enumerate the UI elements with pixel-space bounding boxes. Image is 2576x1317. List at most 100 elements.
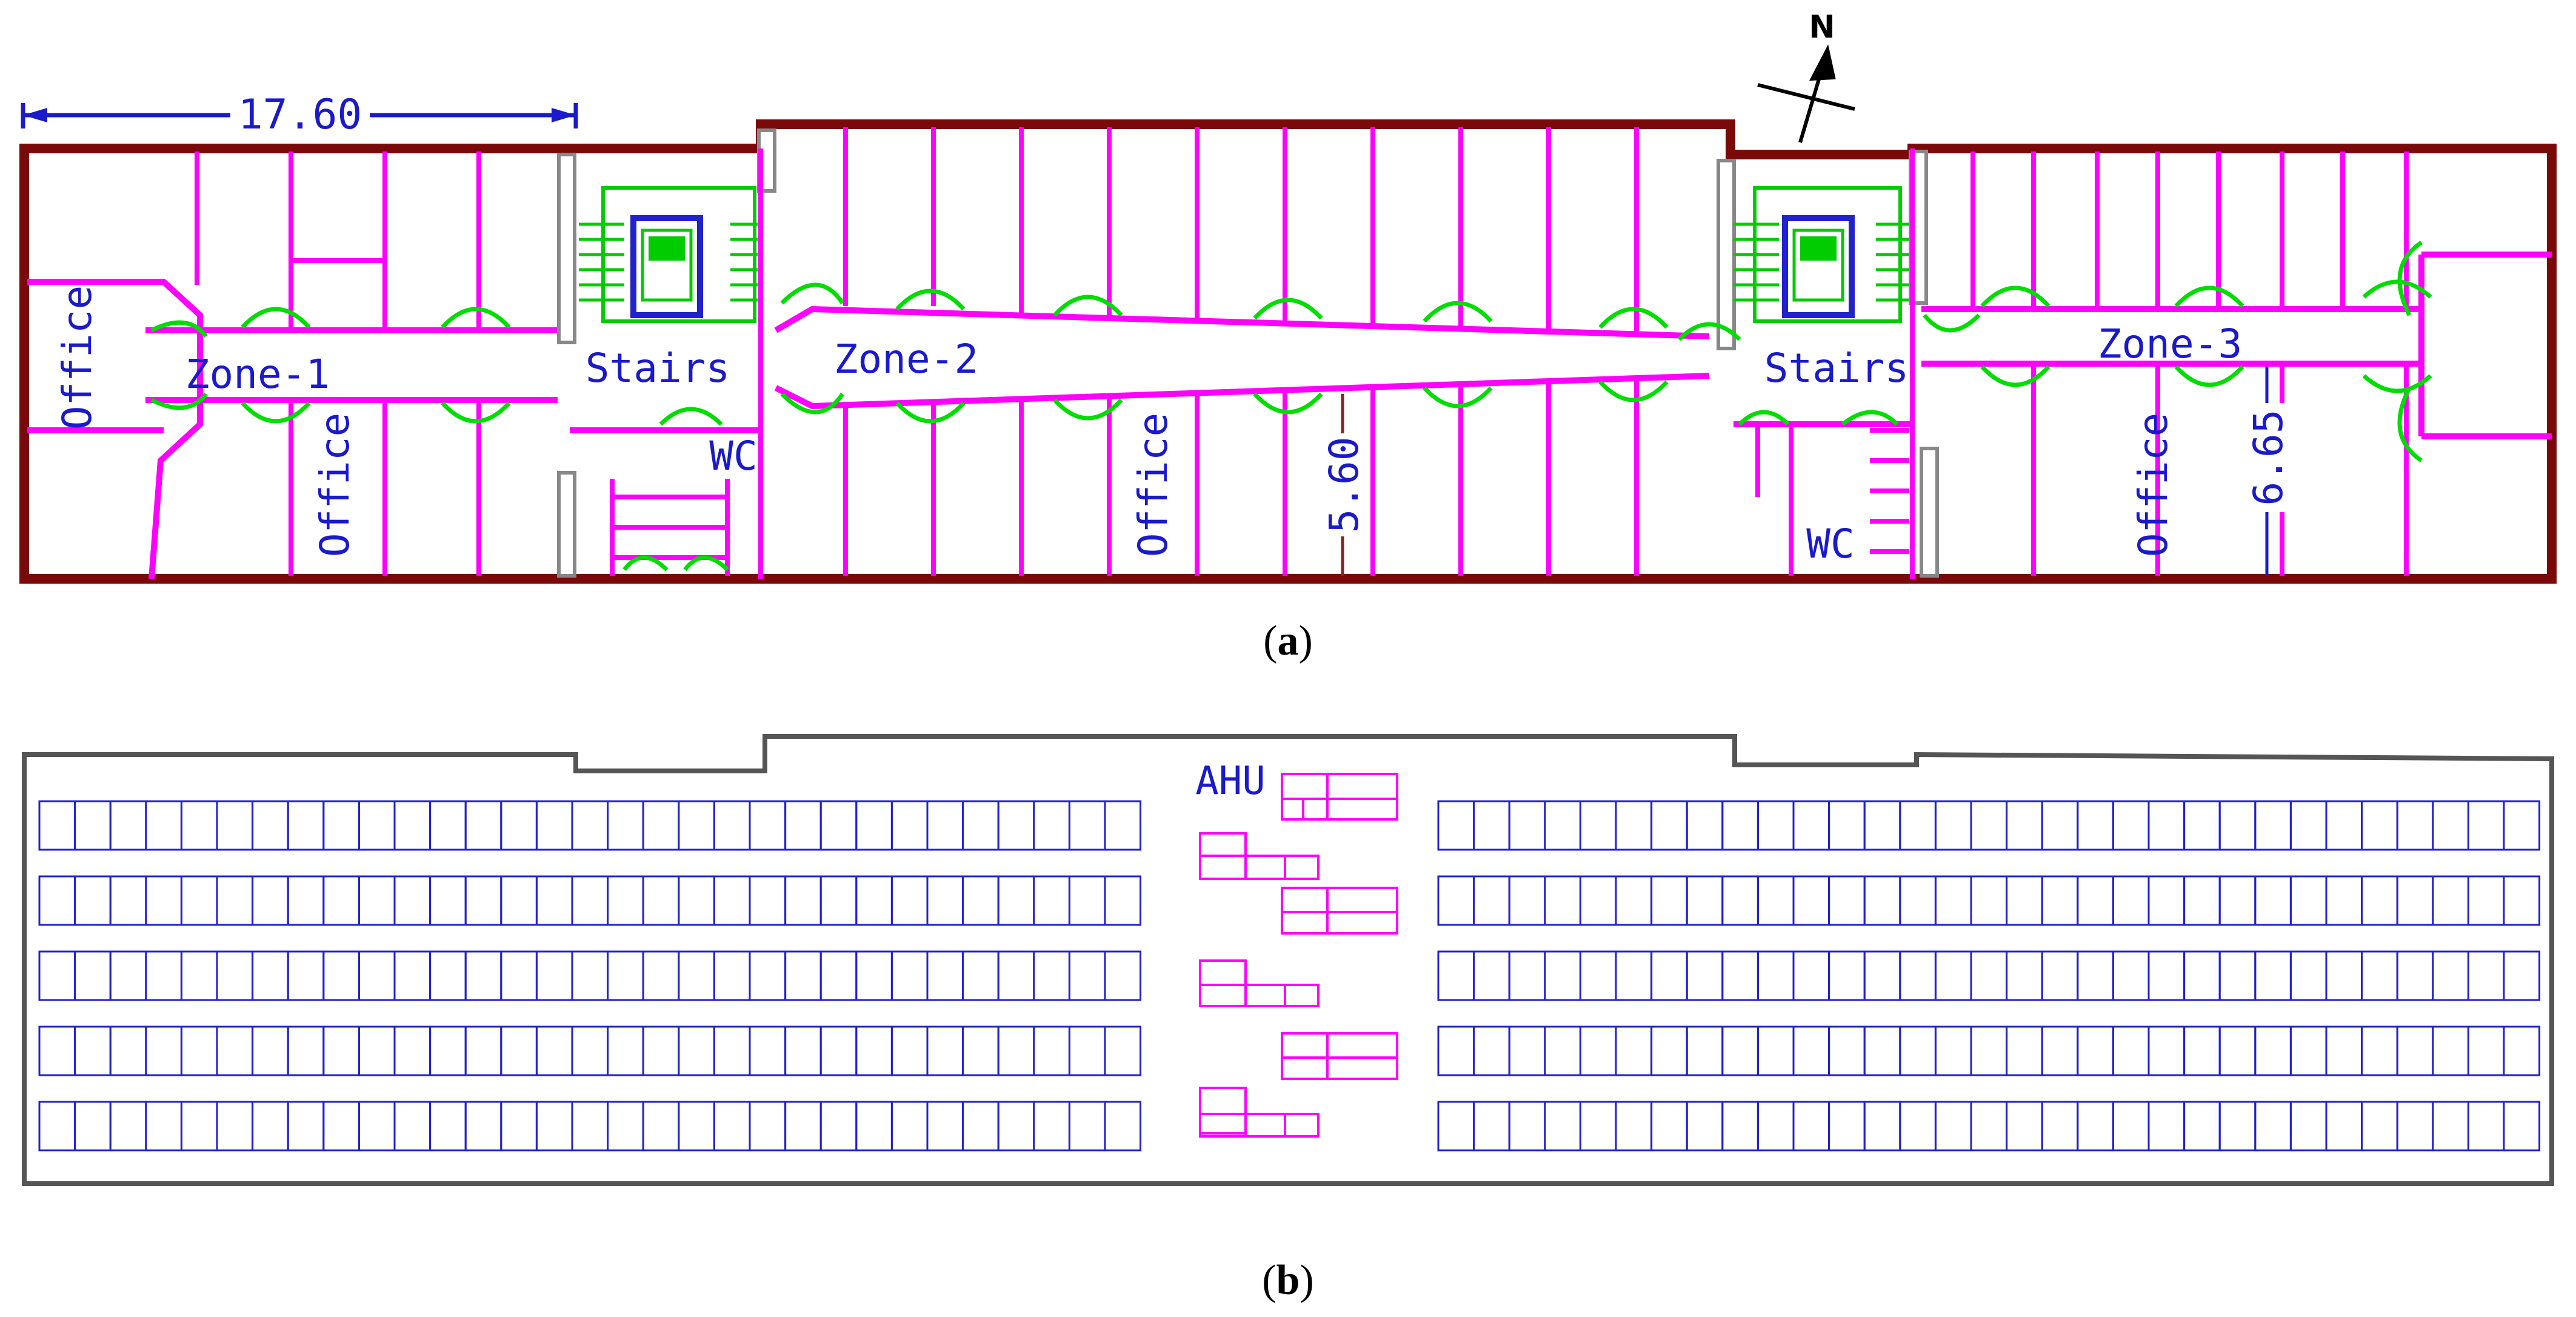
pv-panel (926, 1101, 964, 1152)
pv-panel (74, 950, 112, 1001)
pv-panel (535, 800, 573, 851)
ahu-unit (1284, 855, 1320, 880)
pv-panel (1686, 800, 1724, 851)
pv-panel (2396, 950, 2434, 1001)
pv-panel (535, 1025, 573, 1076)
pv-panel (358, 1025, 396, 1076)
pv-panel (322, 1025, 360, 1076)
pv-panel (2361, 1101, 2398, 1152)
pv-panel (607, 1025, 644, 1076)
ahu-units (1199, 773, 1398, 1138)
pv-panel (1828, 800, 1866, 851)
pv-panel (1544, 800, 1581, 851)
pv-panel (2183, 1101, 2221, 1152)
pv-panel (180, 1101, 218, 1152)
pv-panel (2077, 800, 2114, 851)
pv-panel (1508, 950, 1546, 1001)
pv-panel (2041, 1101, 2079, 1152)
pv-panel (2361, 800, 2398, 851)
height-label: 6.65 (2245, 410, 2292, 506)
pv-panel (1792, 1101, 1830, 1152)
pv-panel (2147, 950, 2186, 1001)
pv-panel (2254, 1101, 2292, 1152)
pv-panel (1970, 950, 2008, 1001)
pv-panel (2325, 800, 2363, 851)
door-swings (150, 241, 2432, 572)
pv-panel (2077, 1025, 2114, 1076)
pv-panel (2325, 1101, 2363, 1152)
pv-panel (180, 875, 218, 926)
pv-panel (500, 875, 538, 926)
pv-panel (819, 800, 858, 851)
pv-panel (38, 950, 76, 1001)
pv-panel (1686, 950, 1724, 1001)
pv-panel (1473, 1101, 1510, 1152)
north-arrow-icon (1757, 44, 1855, 143)
pv-panel (2396, 800, 2434, 851)
pv-panel (1650, 1025, 1688, 1076)
pv-panel (1544, 950, 1581, 1001)
pv-panel (180, 950, 218, 1001)
pv-panel (358, 1101, 396, 1152)
height-label: 5.60 (1321, 437, 1367, 533)
pv-panel (464, 1025, 502, 1076)
pv-panel (819, 1025, 858, 1076)
roof-outline (22, 734, 2554, 1186)
pv-panel (252, 800, 289, 851)
pv-panel (2396, 1025, 2434, 1076)
pv-panel (607, 875, 644, 926)
pv-panel (1757, 875, 1795, 926)
pv-panel (642, 950, 680, 1001)
pv-panel (2112, 1025, 2150, 1076)
pv-panel (429, 875, 467, 926)
pv-panel (2218, 875, 2257, 926)
stair-core-2 (1733, 186, 1909, 323)
pv-panel (2218, 1101, 2257, 1152)
pv-panel (2112, 875, 2150, 926)
pv-panel (500, 1025, 538, 1076)
pv-panel (2218, 1025, 2257, 1076)
pv-panel (2006, 1101, 2043, 1152)
pv-panel (2041, 800, 2079, 851)
pv-panel (2147, 1101, 2186, 1152)
pv-panel (1721, 1025, 1759, 1076)
floor-plan: 17.60 N (19, 9, 2557, 664)
pv-panel (180, 1025, 218, 1076)
pv-panel (784, 800, 822, 851)
pv-panel (1828, 950, 1866, 1001)
pv-panel (216, 875, 254, 926)
stairs-label: Stairs (586, 345, 730, 392)
pv-panel (2396, 875, 2434, 926)
pv-panel (145, 1101, 182, 1152)
pv-panel (713, 950, 751, 1001)
wc-label: WC (709, 433, 757, 479)
pv-panel (749, 1025, 787, 1076)
pv-panel (2361, 875, 2398, 926)
pv-panel (1934, 875, 1972, 926)
pv-panel (74, 1025, 112, 1076)
pv-panel (1615, 875, 1653, 926)
pv-panel (1899, 950, 1937, 1001)
ahu-label: AHU (1195, 759, 1266, 804)
pv-panel (1721, 950, 1759, 1001)
pv-panel (1615, 800, 1653, 851)
pv-panel (2503, 800, 2541, 851)
pv-panel (1686, 875, 1724, 926)
pv-panel (2289, 1101, 2327, 1152)
pv-panel (2467, 1025, 2505, 1076)
pv-panel (1579, 875, 1617, 926)
pv-panel (2467, 800, 2505, 851)
pv-panel (713, 875, 751, 926)
pv-panel (2254, 1025, 2292, 1076)
office-label: Office (1130, 413, 1176, 557)
pv-panel (1792, 875, 1830, 926)
pv-panel (642, 1101, 680, 1152)
pv-panel (855, 875, 893, 926)
ahu-unit (1281, 911, 1329, 935)
pv-panel (890, 950, 929, 1001)
corridor-walls (27, 252, 2552, 579)
pv-panel (1104, 875, 1142, 926)
pv-panel (571, 875, 609, 926)
pv-panel (571, 1025, 609, 1076)
pv-panel (2006, 875, 2043, 926)
